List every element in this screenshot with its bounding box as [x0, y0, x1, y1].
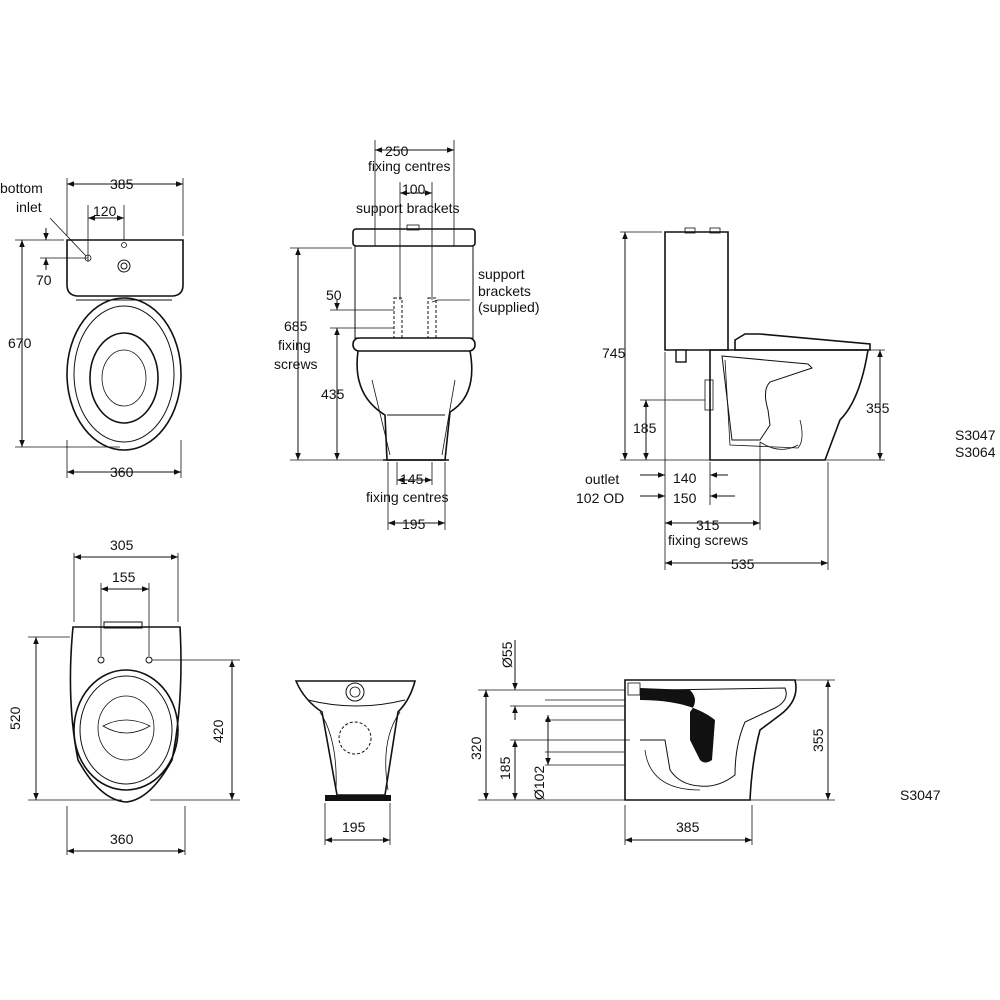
dim-50: 50 [326, 287, 342, 303]
dim-355-side: 355 [866, 400, 890, 416]
pan-front-view: 195 [294, 680, 417, 845]
dim-250: 250 [385, 143, 409, 159]
dim-140: 140 [673, 470, 697, 486]
dim-385-top: 385 [110, 176, 134, 192]
support-label-2: brackets [478, 283, 531, 299]
dim-745: 745 [602, 345, 626, 361]
dim-185-pan: 185 [497, 756, 513, 780]
dim-360-top: 360 [110, 464, 134, 480]
dim-420: 420 [210, 719, 226, 743]
dim-385-pan: 385 [676, 819, 700, 835]
pan-side-view: Ø55 320 185 Ø102 355 385 [468, 640, 835, 845]
dim-155: 155 [112, 569, 136, 585]
dim-d102: Ø102 [531, 766, 547, 800]
top-plan-view: bottom inlet 385 120 70 670 360 [0, 176, 184, 480]
dim-100: 100 [402, 181, 426, 197]
fixing-screws-label: fixing screws [668, 532, 748, 548]
support-brackets-label: support brackets [356, 200, 460, 216]
dim-320: 320 [468, 736, 484, 760]
fixing-centres-top: fixing centres [368, 158, 450, 174]
product-code-s3047-bottom: S3047 [900, 787, 941, 803]
dim-355-pan: 355 [810, 728, 826, 752]
fixing-centres-bottom: fixing centres [366, 489, 448, 505]
dim-315: 315 [696, 517, 720, 533]
dim-195-front: 195 [402, 516, 426, 532]
dim-670: 670 [8, 335, 32, 351]
dim-685: 685 [284, 318, 308, 334]
dim-305: 305 [110, 537, 134, 553]
support-label-3: (supplied) [478, 299, 539, 315]
pan-plan-view: 305 155 520 420 360 [7, 537, 240, 855]
fixing-label: fixing [278, 337, 311, 353]
dim-145: 145 [400, 471, 424, 487]
dim-d55: Ø55 [499, 641, 515, 668]
dim-185-side: 185 [633, 420, 657, 436]
screws-label: screws [274, 356, 318, 372]
product-code-s3064: S3064 [955, 444, 996, 460]
dim-535: 535 [731, 556, 755, 572]
front-elevation-view: 250 fixing centres 100 support brackets … [274, 140, 539, 532]
bottom-inlet-label-2: inlet [16, 199, 42, 215]
dim-195-pan: 195 [342, 819, 366, 835]
outlet-od-label: 102 OD [576, 490, 624, 506]
dim-360-pan: 360 [110, 831, 134, 847]
support-label-1: support [478, 266, 525, 282]
dim-150: 150 [673, 490, 697, 506]
dim-520: 520 [7, 706, 23, 730]
bottom-inlet-label-1: bottom [0, 180, 43, 196]
outlet-label: outlet [585, 471, 619, 487]
dim-120: 120 [93, 203, 117, 219]
side-elevation-view: 745 355 185 140 150 outlet 102 OD 315 fi… [576, 227, 890, 572]
dim-435: 435 [321, 386, 345, 402]
dim-70: 70 [36, 272, 52, 288]
product-code-s3047-top: S3047 [955, 427, 996, 443]
